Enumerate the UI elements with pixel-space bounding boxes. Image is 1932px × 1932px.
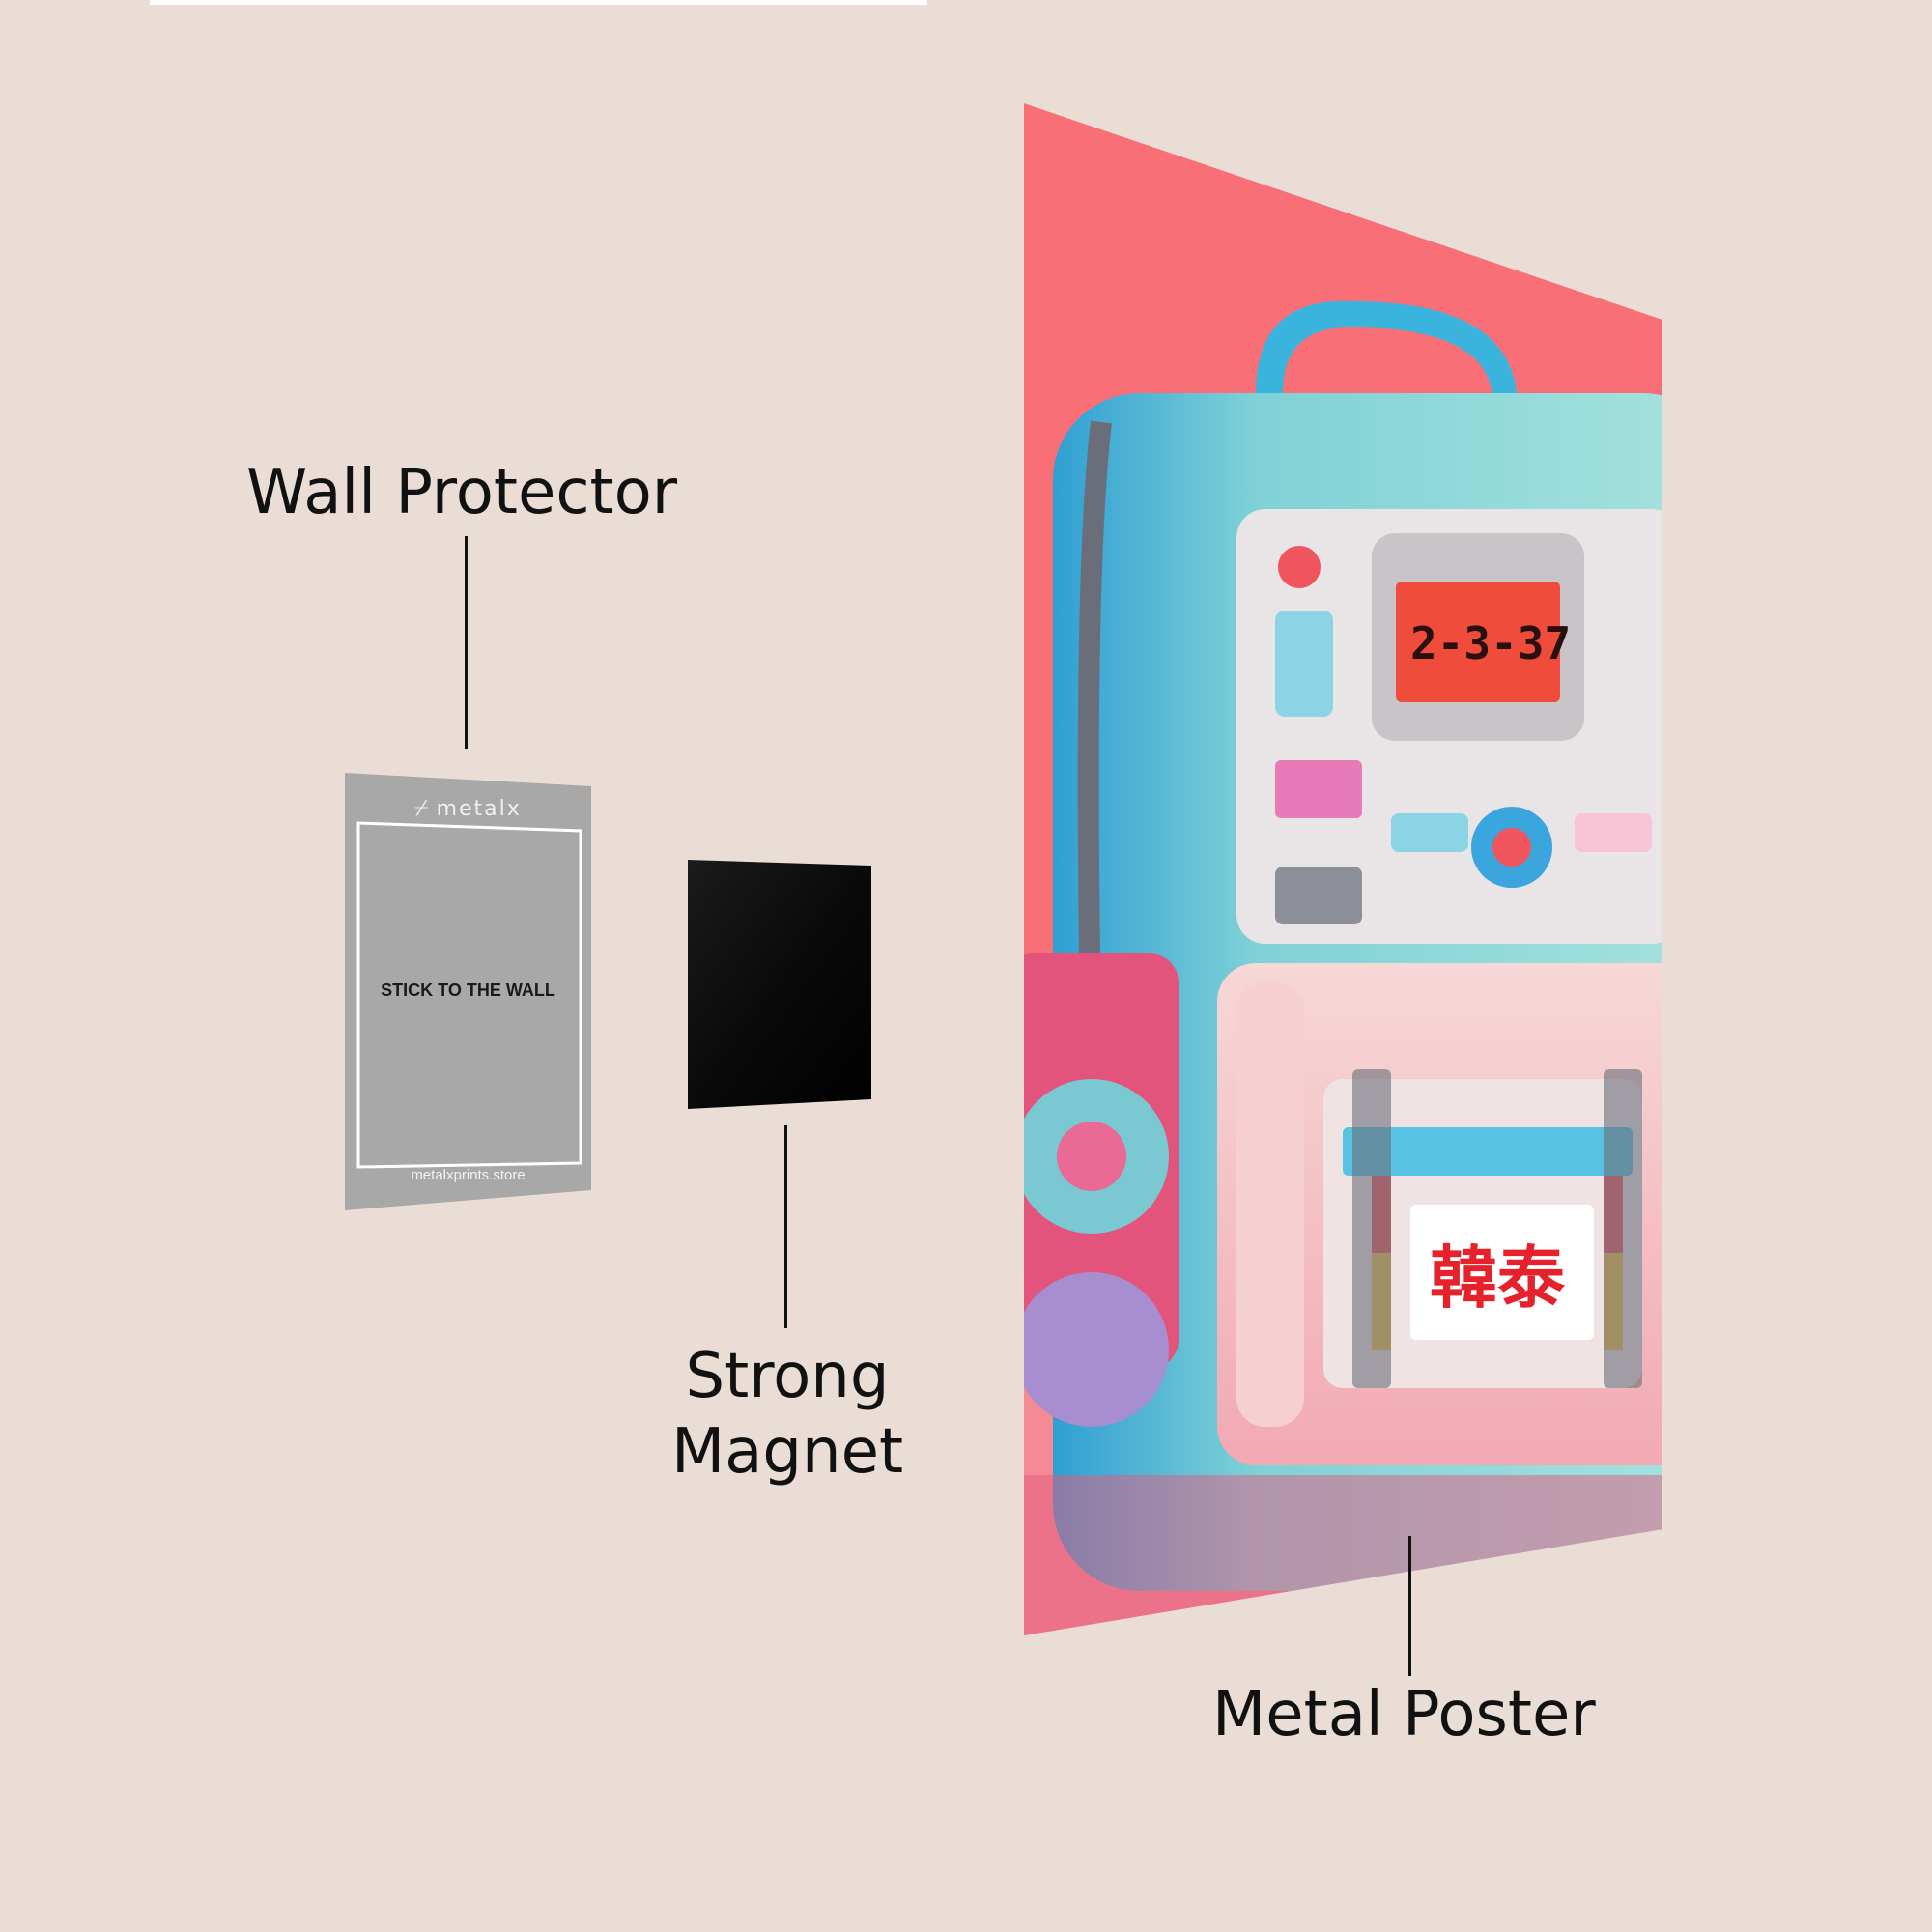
wall-protector-leader-line <box>465 536 468 749</box>
brand-name: metalx <box>436 797 522 821</box>
wall-protector-card: ⌿metalx STICK TO THE WALL metalxprints.s… <box>345 773 591 1212</box>
strong-label: Strong <box>685 1341 890 1412</box>
metalx-logo: ⌿metalx <box>414 794 522 821</box>
wall-protector-label: Wall Protector <box>246 457 678 528</box>
metal-poster-image: 2-3-37 韓泰 <box>1024 103 1662 1635</box>
metal-poster-leader-line <box>1408 1536 1411 1676</box>
top-edge-strip <box>150 0 927 5</box>
magnet-icon <box>688 860 871 1109</box>
poster-sign-text: 韓泰 <box>1430 1238 1566 1318</box>
magnet-label: Magnet <box>670 1416 904 1488</box>
metal-poster-label: Metal Poster <box>1212 1679 1596 1750</box>
wall-protector-shape <box>345 773 591 1210</box>
store-url: metalxprints.store <box>411 1167 526 1183</box>
magnet-leader-line <box>784 1125 787 1328</box>
poster-display-text: 2-3-37 <box>1410 617 1571 669</box>
stick-to-wall-text: STICK TO THE WALL <box>381 980 555 1000</box>
